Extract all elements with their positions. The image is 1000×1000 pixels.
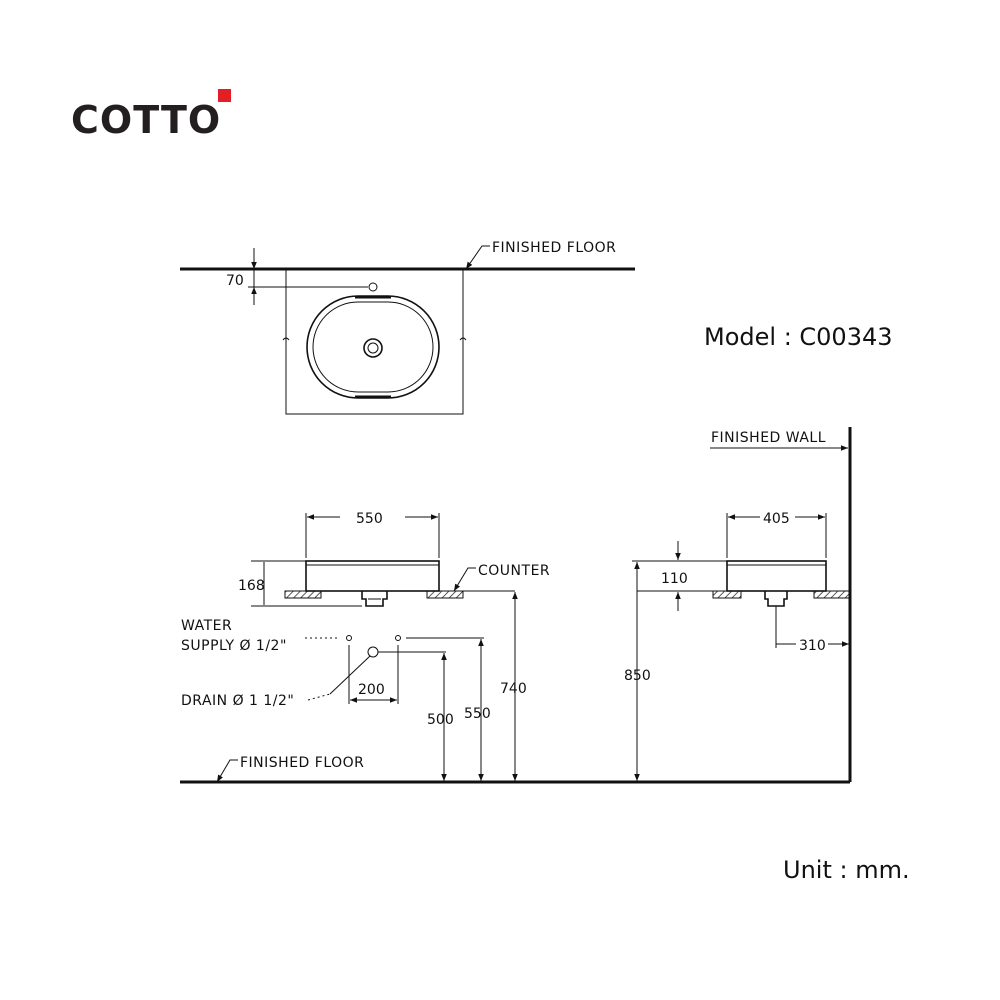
front-counter-hatch-left — [284, 590, 322, 599]
dim-200-text: 200 — [358, 682, 385, 698]
front-view: 550 168 COUNTER WATER SUPPLY Ø 1/2" DRAI… — [180, 511, 850, 784]
unit-label: Unit : mm. — [783, 856, 910, 884]
front-counter-hatch-right — [426, 590, 464, 599]
dim-850-text: 850 — [624, 668, 651, 684]
plan-basin-inner — [312, 301, 434, 393]
dim-168-text: 168 — [238, 578, 265, 594]
dim-500-text: 500 — [427, 712, 454, 728]
finished-wall-label: FINISHED WALL — [711, 430, 826, 446]
plan-drain-inner — [367, 342, 379, 354]
dim-70-text: 70 — [226, 273, 244, 289]
front-drain-fitting — [361, 591, 388, 607]
plan-break-right — [459, 337, 467, 341]
water-supply-label-1: WATER — [181, 618, 232, 634]
dim-110-text: 110 — [661, 571, 688, 587]
cotto-logo: COTTO — [71, 89, 231, 142]
counter-leader — [453, 567, 476, 592]
drain-point — [367, 646, 379, 658]
plan-view: 70 FINISHED FLOOR — [180, 240, 635, 415]
plan-counter-outline — [285, 269, 464, 415]
drain-leader — [329, 655, 371, 695]
front-basin — [305, 560, 440, 592]
plan-tap-hole — [368, 282, 378, 292]
side-counter-hatch-left — [712, 590, 742, 599]
water-supply-label-2: SUPPLY Ø 1/2" — [181, 638, 287, 654]
finished-floor-top-leader — [465, 245, 490, 270]
finished-floor-bottom-label: FINISHED FLOOR — [240, 755, 364, 771]
dim-550-height-text: 550 — [464, 706, 491, 722]
side-drain-fitting — [764, 591, 788, 607]
plan-drain-outer — [363, 338, 383, 358]
plan-break-left — [282, 337, 290, 341]
model-label: Model : C00343 — [704, 323, 893, 351]
plan-basin-outer — [306, 295, 440, 399]
counter-label: COUNTER — [478, 563, 550, 579]
brand-name: COTTO — [71, 98, 221, 142]
drain-label: DRAIN Ø 1 1/2" — [181, 693, 294, 709]
brand-accent-square — [218, 89, 231, 102]
side-view: FINISHED WALL 405 110 310 850 — [624, 427, 852, 782]
dim-405-text: 405 — [763, 511, 790, 527]
dim-740-text: 740 — [500, 681, 527, 697]
drain-leader-dashed — [307, 693, 331, 701]
supply-point-right — [395, 635, 401, 641]
finished-floor-top-label: FINISHED FLOOR — [492, 240, 616, 256]
side-counter-hatch-right — [813, 590, 850, 599]
finished-floor-bottom-leader — [216, 759, 238, 783]
dim-310-mask — [796, 636, 828, 652]
supply-point-left — [346, 635, 352, 641]
dim-310-text: 310 — [799, 638, 826, 654]
dim-550-text: 550 — [356, 511, 383, 527]
side-basin — [726, 560, 827, 592]
